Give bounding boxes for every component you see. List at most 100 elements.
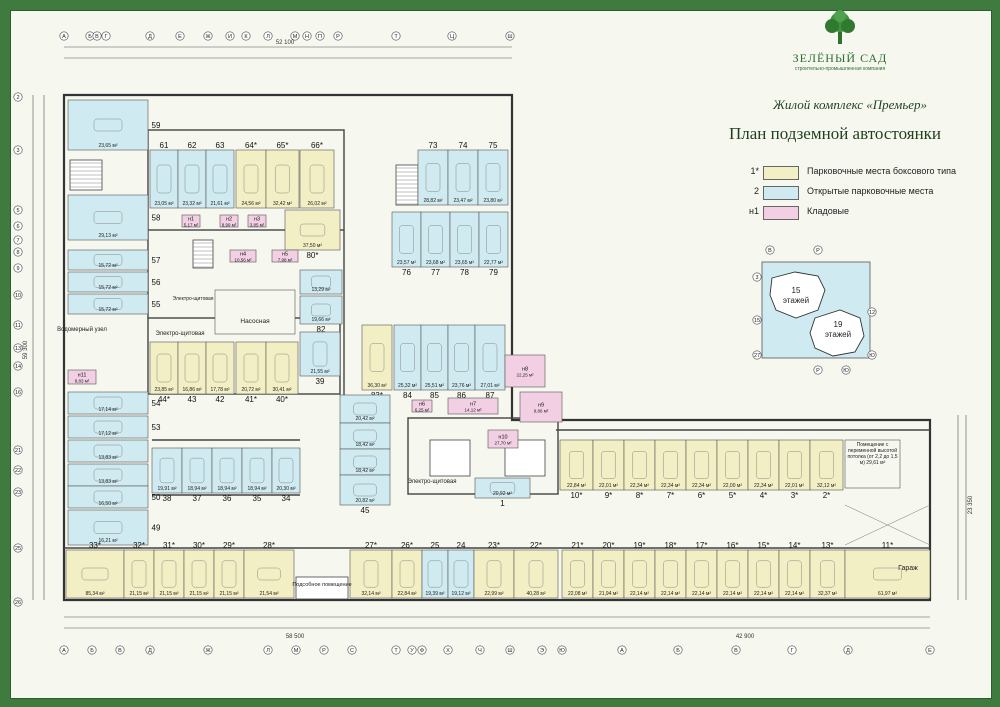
spot-cell xyxy=(809,439,844,491)
parking-spot-16-box: 16*22,14 м² xyxy=(716,541,749,599)
axis-bottom-4: Ж xyxy=(203,645,213,655)
spot-number: 5* xyxy=(729,491,737,500)
parking-spot-81: 8113,29 м² xyxy=(299,269,343,304)
spot-number: 6* xyxy=(698,491,706,500)
parking-spot-1: 120,92 м² xyxy=(474,477,531,508)
spot-area: 85,34 м² xyxy=(85,591,104,597)
spot-number: 37 xyxy=(193,494,202,503)
parking-spot-13-box: 13*32,37 м² xyxy=(809,541,846,599)
axis-left-12: 21 xyxy=(13,445,23,455)
axis-label: 14 xyxy=(15,364,21,370)
spot-number: 19* xyxy=(633,541,645,550)
car-outline-icon xyxy=(353,429,377,443)
spot-area: 17,12 м² xyxy=(98,431,117,437)
key-axis-7: Ю xyxy=(841,365,851,375)
spot-area: 25,51 м² xyxy=(425,383,444,389)
axis-top-6: Ж xyxy=(203,31,213,41)
spot-number: 31* xyxy=(163,541,175,550)
axis-label: Н xyxy=(305,34,309,40)
axis-bottom-8: С xyxy=(347,645,357,655)
spot-cell xyxy=(716,549,749,599)
key-axis-6: Р xyxy=(813,365,823,375)
car-outline-icon xyxy=(161,560,177,588)
spot-area: 13,29 м² xyxy=(311,287,330,293)
axis-bottom-15: Э xyxy=(537,645,547,655)
spot-number: 41* xyxy=(245,395,257,404)
axis-label: М xyxy=(293,34,298,40)
spot-area: 16,86 м² xyxy=(182,387,201,393)
spot-area: 22,34 м² xyxy=(692,483,711,489)
car-outline-icon xyxy=(212,353,228,383)
storage-number: н5 xyxy=(282,252,288,258)
spot-number: 77 xyxy=(431,268,440,277)
spot-number: 64* xyxy=(245,141,257,150)
axis-label: Ц xyxy=(450,34,454,40)
spot-number: 20* xyxy=(602,541,614,550)
car-outline-icon xyxy=(569,451,584,479)
axis-bottom-10: У xyxy=(407,645,417,655)
axis-label: Д xyxy=(148,34,152,40)
spot-cell xyxy=(65,549,125,599)
spot-area: 21,15 м² xyxy=(219,591,238,597)
axis-label: 27 xyxy=(754,353,760,359)
car-outline-icon xyxy=(486,560,502,588)
dim-total-left: 59 300 xyxy=(23,340,29,359)
axis-left-14: 23 xyxy=(13,487,23,497)
dim-total-right: 23 350 xyxy=(968,495,974,514)
spot-area: 22,34 м² xyxy=(630,483,649,489)
spot-number: 73 xyxy=(429,141,438,150)
spot-number: 10* xyxy=(570,491,582,500)
key-axis-4: 12 xyxy=(867,307,877,317)
spot-area: 21,54 м² xyxy=(259,591,278,597)
parking-spot-9-box: 9*22,01 м² xyxy=(592,439,625,500)
spot-number: 74 xyxy=(459,141,468,150)
spot-cell xyxy=(67,99,149,151)
axis-bottom-17: А xyxy=(617,645,627,655)
legend-key: 1* xyxy=(750,166,759,176)
parking-spot-65-box: 65*32,42 м² xyxy=(265,141,300,209)
spot-number: 27* xyxy=(365,541,377,550)
parking-spot-20-box: 20*21,94 м² xyxy=(592,541,625,599)
storage-area: 7,98 м² xyxy=(278,258,293,263)
spot-area: 21,61 м² xyxy=(210,201,229,207)
spot-cell xyxy=(474,477,531,499)
spot-cell xyxy=(205,341,235,395)
axis-label: Е xyxy=(178,34,182,40)
spot-number: 9* xyxy=(605,491,613,500)
axis-left-1: 3 xyxy=(13,145,23,155)
car-outline-icon xyxy=(399,225,414,254)
storage-area: 22,25 м² xyxy=(516,373,534,378)
car-outline-icon xyxy=(427,343,442,372)
spot-area: 20,30 м² xyxy=(276,486,295,492)
storage-н1: н15,17 м² xyxy=(181,214,201,228)
parking-spot-6-box: 6* 22,34 м² xyxy=(685,439,718,500)
axis-label: В xyxy=(95,34,99,40)
axis-left-15: 25 xyxy=(13,543,23,553)
spot-cell xyxy=(299,269,343,295)
spot-area: 20,72 м² xyxy=(241,387,260,393)
legend-label: Кладовые xyxy=(807,206,850,216)
parking-spot-3-box: 3*22,01 м² xyxy=(778,439,811,500)
company-logo: ЗЕЛЁНЫЙ САД строительно-промышленная ком… xyxy=(780,8,900,72)
axis-bottom-7: Р xyxy=(319,645,329,655)
axis-label: П xyxy=(318,34,322,40)
axis-left-3: 6 xyxy=(13,221,23,231)
spot-area: 21,15 м² xyxy=(189,591,208,597)
spot-number: 75 xyxy=(489,141,498,150)
axis-bottom-21: Д xyxy=(843,645,853,655)
axis-label: Б xyxy=(88,34,92,40)
spot-area: 32,14 м² xyxy=(361,591,380,597)
spot-area: 32,37 м² xyxy=(818,591,837,597)
spot-number: 29* xyxy=(223,541,235,550)
axis-left-7: 10 xyxy=(13,290,23,300)
spot-cell xyxy=(654,549,687,599)
